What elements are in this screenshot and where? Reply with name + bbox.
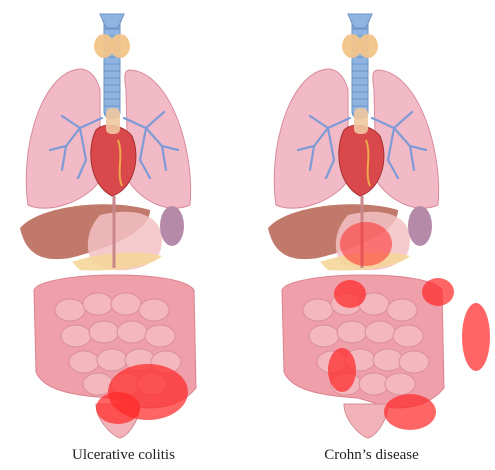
inflammation-region-rectum <box>96 392 140 424</box>
trachea <box>352 18 368 118</box>
intestine-loop <box>83 293 113 315</box>
caption-ulcerative-colitis: Ulcerative colitis <box>0 446 247 464</box>
inflammation-region-stomach <box>340 222 392 266</box>
intestine-loop <box>145 325 175 347</box>
intestine-loop <box>365 321 395 343</box>
aortic-arch <box>106 108 120 134</box>
inflammation-region-transverse-left <box>334 280 366 308</box>
intestine-loop <box>97 349 127 371</box>
intestine-loop <box>111 293 141 315</box>
anatomy-illustration-cd <box>248 0 495 440</box>
heart <box>339 125 384 196</box>
intestine-loop <box>55 299 85 321</box>
inflammation-region-rectum <box>384 394 436 430</box>
intestine-loop <box>399 351 429 373</box>
spleen <box>160 206 184 246</box>
intestine-loop <box>61 325 91 347</box>
intestine-loop <box>387 299 417 321</box>
intestine-loop <box>385 373 415 395</box>
heart <box>91 125 136 196</box>
inflammation-region-ascending <box>328 348 356 392</box>
thyroid-right-lobe <box>358 34 378 58</box>
left-lung <box>274 69 348 208</box>
panel-crohns-disease: Crohn’s disease <box>248 0 495 470</box>
inflammation-region-descending <box>462 303 490 371</box>
intestine-loop <box>373 349 403 371</box>
intestine-loop <box>139 299 169 321</box>
intestine-loop <box>309 325 339 347</box>
right-lung <box>373 70 439 208</box>
bladder <box>344 404 388 438</box>
panel-ulcerative-colitis: Ulcerative colitis <box>0 0 247 470</box>
trachea <box>104 18 120 118</box>
spleen <box>408 206 432 246</box>
thyroid-right-lobe <box>110 34 130 58</box>
intestine-loop <box>303 299 333 321</box>
aortic-arch <box>354 108 368 134</box>
right-lung <box>125 70 191 208</box>
intestine-loop <box>89 321 119 343</box>
inflammation-region-transverse-right <box>422 278 454 306</box>
caption-crohns-disease: Crohn’s disease <box>248 446 495 464</box>
intestine-loop <box>117 321 147 343</box>
pancreas <box>72 253 162 271</box>
intestine-loop <box>69 351 99 373</box>
intestine-loop <box>393 325 423 347</box>
intestine-loop <box>337 321 367 343</box>
anatomy-illustration-uc <box>0 0 247 440</box>
left-lung <box>26 69 100 208</box>
